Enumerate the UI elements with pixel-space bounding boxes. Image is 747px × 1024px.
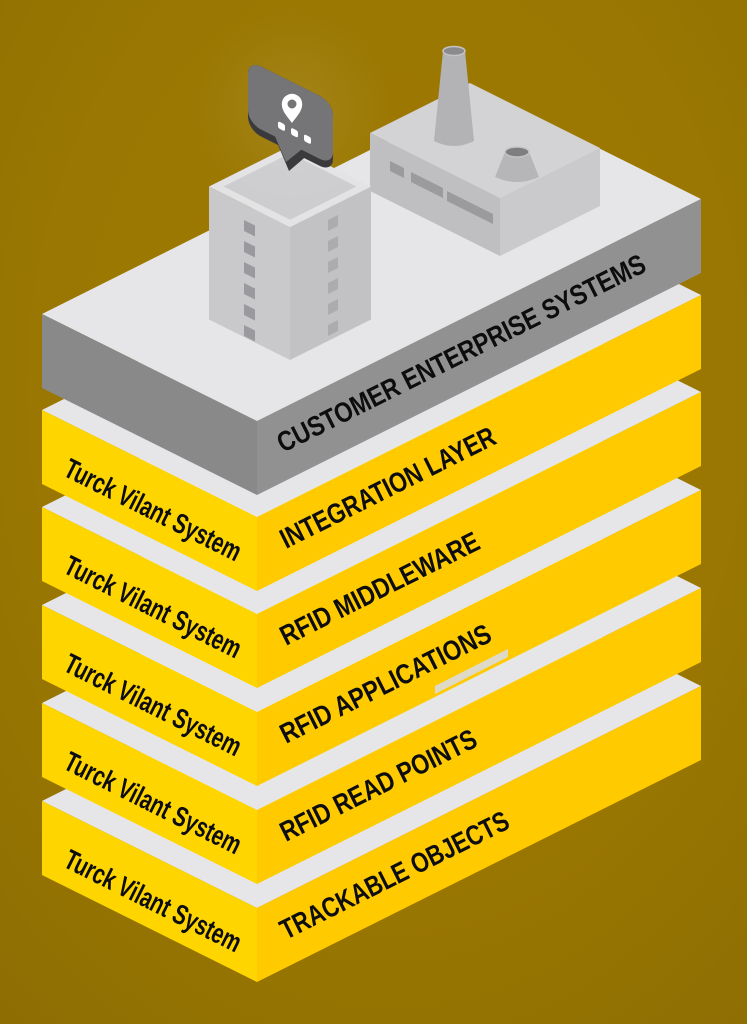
slab-right-face — [257, 295, 701, 591]
factory — [370, 45, 600, 256]
slab-right-face — [257, 392, 701, 688]
slab-left-face — [42, 703, 257, 884]
chimney-small — [495, 146, 539, 182]
slab-left-face — [42, 410, 257, 591]
slab-right-face — [257, 199, 701, 495]
slab-right-face — [257, 686, 701, 982]
factory-front-right-face — [500, 148, 600, 256]
slab-left-face — [42, 605, 257, 786]
tower-windows-left — [244, 220, 255, 342]
slab-left-face — [42, 507, 257, 688]
ellipsis-dots-icon — [278, 121, 311, 144]
chimney-tall — [434, 45, 474, 146]
slab-right-face — [257, 490, 701, 786]
bubble-tail — [274, 134, 306, 162]
factory-top-face — [370, 83, 600, 198]
slab-right-face — [257, 588, 701, 884]
tower-right-face — [290, 186, 371, 360]
slab-left-face — [42, 314, 257, 495]
factory-vents — [390, 161, 493, 224]
speech-bubble — [192, 8, 392, 208]
face-sliver-highlight — [435, 649, 508, 694]
slab-left-face — [42, 801, 257, 982]
location-pin-icon — [281, 93, 303, 123]
factory-front-left-face — [370, 133, 500, 256]
tower-windows-right — [328, 215, 338, 336]
